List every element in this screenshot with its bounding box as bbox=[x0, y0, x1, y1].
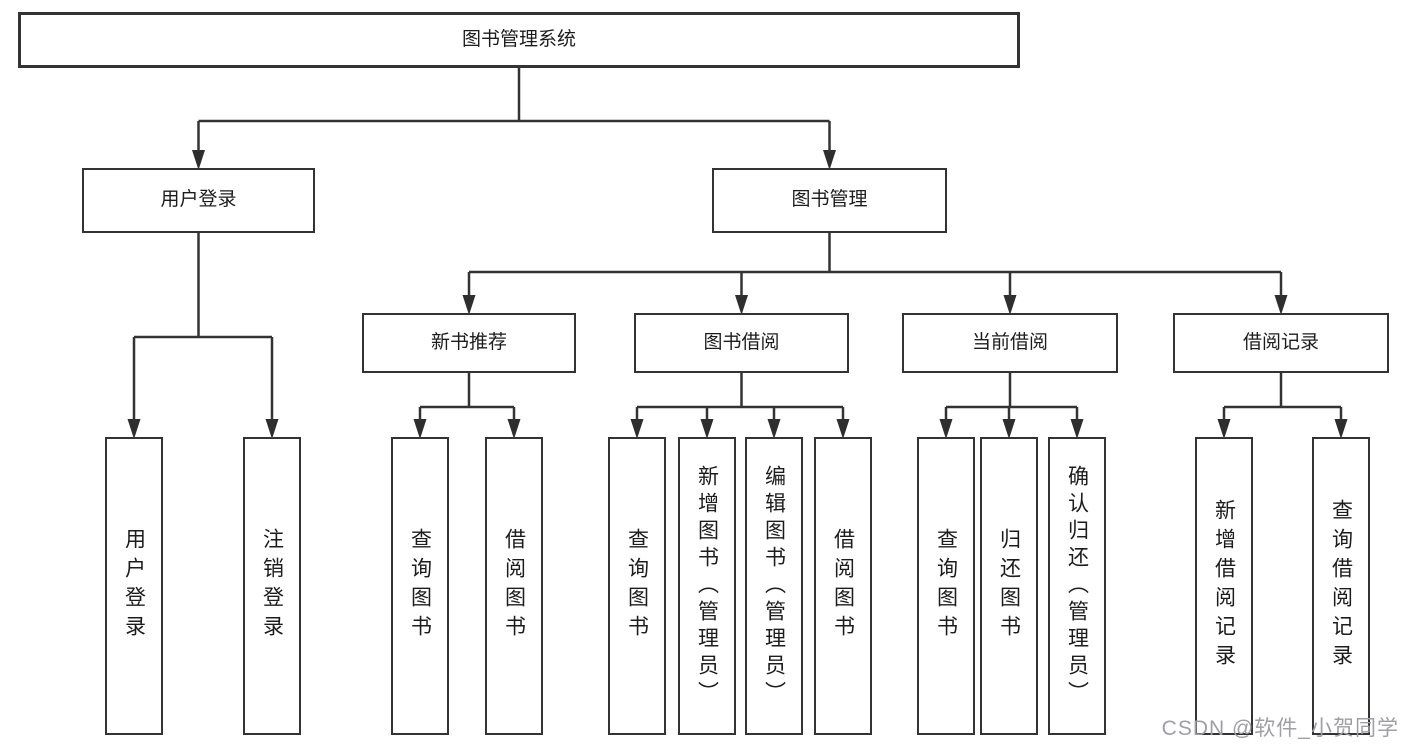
node-login-label: 用户登录 bbox=[160, 189, 237, 211]
node-b-edit: 编辑图书（管理员） bbox=[745, 437, 803, 735]
arrowhead-current-to-c-confirm bbox=[1070, 419, 1084, 439]
node-r-add-label: 新增借阅记录 bbox=[1212, 499, 1236, 673]
node-c-confirm-label: 确认归还（管理员） bbox=[1065, 464, 1089, 708]
node-b-query-label: 查询图书 bbox=[625, 528, 649, 644]
arrowhead-borrow-to-b-add bbox=[700, 419, 714, 439]
node-leaf-user-login-label: 用户登录 bbox=[122, 528, 146, 644]
edge-root bbox=[197, 68, 831, 152]
node-leaf-logout: 注销登录 bbox=[243, 437, 301, 735]
arrowhead-borrow-to-b-borrow bbox=[836, 419, 850, 439]
node-b-add-label: 新增图书（管理员） bbox=[695, 464, 719, 708]
edge-current bbox=[944, 373, 1079, 421]
arrowhead-records-to-r-add bbox=[1217, 419, 1231, 439]
node-rec-query-label: 查询图书 bbox=[408, 528, 432, 644]
arrowhead-mgmt-to-records bbox=[1274, 295, 1288, 315]
node-current: 当前借阅 bbox=[902, 313, 1118, 373]
arrowhead-mgmt-to-rec bbox=[462, 295, 476, 315]
edge-mgmt bbox=[467, 233, 1283, 297]
arrowhead-root-to-login bbox=[192, 150, 205, 170]
node-borrow: 图书借阅 bbox=[634, 313, 849, 373]
arrowhead-rec-to-rec-query bbox=[413, 419, 427, 439]
arrowhead-root-to-mgmt bbox=[823, 150, 836, 170]
watermark-text: CSDN @软件_小贺同学 bbox=[1161, 717, 1399, 740]
node-b-add: 新增图书（管理员） bbox=[678, 437, 736, 735]
node-records-label: 借阅记录 bbox=[1242, 331, 1319, 353]
arrowhead-records-to-r-query bbox=[1334, 419, 1348, 439]
node-current-label: 当前借阅 bbox=[971, 331, 1048, 353]
node-rec-label: 新书推荐 bbox=[430, 331, 507, 353]
arrowhead-current-to-c-query bbox=[939, 419, 953, 439]
node-root: 图书管理系统 bbox=[18, 12, 1020, 68]
node-c-confirm: 确认归还（管理员） bbox=[1048, 437, 1106, 735]
node-b-borrow-label: 借阅图书 bbox=[831, 528, 855, 644]
arrowhead-borrow-to-b-edit bbox=[767, 419, 781, 439]
node-records: 借阅记录 bbox=[1173, 313, 1389, 373]
node-b-edit-label: 编辑图书（管理员） bbox=[762, 464, 786, 708]
node-c-query: 查询图书 bbox=[917, 437, 975, 735]
node-r-query-label: 查询借阅记录 bbox=[1329, 499, 1353, 673]
node-mgmt-label: 图书管理 bbox=[791, 189, 868, 211]
edge-rec bbox=[418, 373, 516, 421]
edge-login bbox=[132, 233, 274, 421]
node-root-label: 图书管理系统 bbox=[461, 28, 576, 50]
arrowhead-current-to-c-return bbox=[1002, 419, 1016, 439]
node-leaf-logout-label: 注销登录 bbox=[260, 528, 284, 644]
node-c-return-label: 归还图书 bbox=[997, 528, 1021, 644]
node-rec-borrow: 借阅图书 bbox=[485, 437, 543, 735]
node-leaf-user-login: 用户登录 bbox=[105, 437, 163, 735]
arrowhead-login-to-leaf-user-login bbox=[127, 419, 141, 439]
arrowhead-borrow-to-b-query bbox=[630, 419, 644, 439]
node-c-query-label: 查询图书 bbox=[934, 528, 958, 644]
edge-borrow bbox=[635, 373, 845, 421]
arrowhead-mgmt-to-borrow bbox=[735, 295, 748, 315]
arrowhead-mgmt-to-current bbox=[1003, 295, 1017, 315]
arrowhead-rec-to-rec-borrow bbox=[507, 419, 521, 439]
node-r-query: 查询借阅记录 bbox=[1312, 437, 1370, 735]
arrowhead-login-to-leaf-logout bbox=[265, 419, 279, 439]
node-mgmt: 图书管理 bbox=[712, 168, 947, 233]
node-b-borrow: 借阅图书 bbox=[814, 437, 872, 735]
node-borrow-label: 图书借阅 bbox=[703, 331, 780, 353]
edge-records bbox=[1222, 373, 1343, 421]
node-rec: 新书推荐 bbox=[362, 313, 576, 373]
node-login: 用户登录 bbox=[82, 168, 315, 233]
node-c-return: 归还图书 bbox=[980, 437, 1038, 735]
node-rec-query: 查询图书 bbox=[391, 437, 449, 735]
node-b-query: 查询图书 bbox=[608, 437, 666, 735]
node-r-add: 新增借阅记录 bbox=[1195, 437, 1253, 735]
node-rec-borrow-label: 借阅图书 bbox=[502, 528, 526, 644]
